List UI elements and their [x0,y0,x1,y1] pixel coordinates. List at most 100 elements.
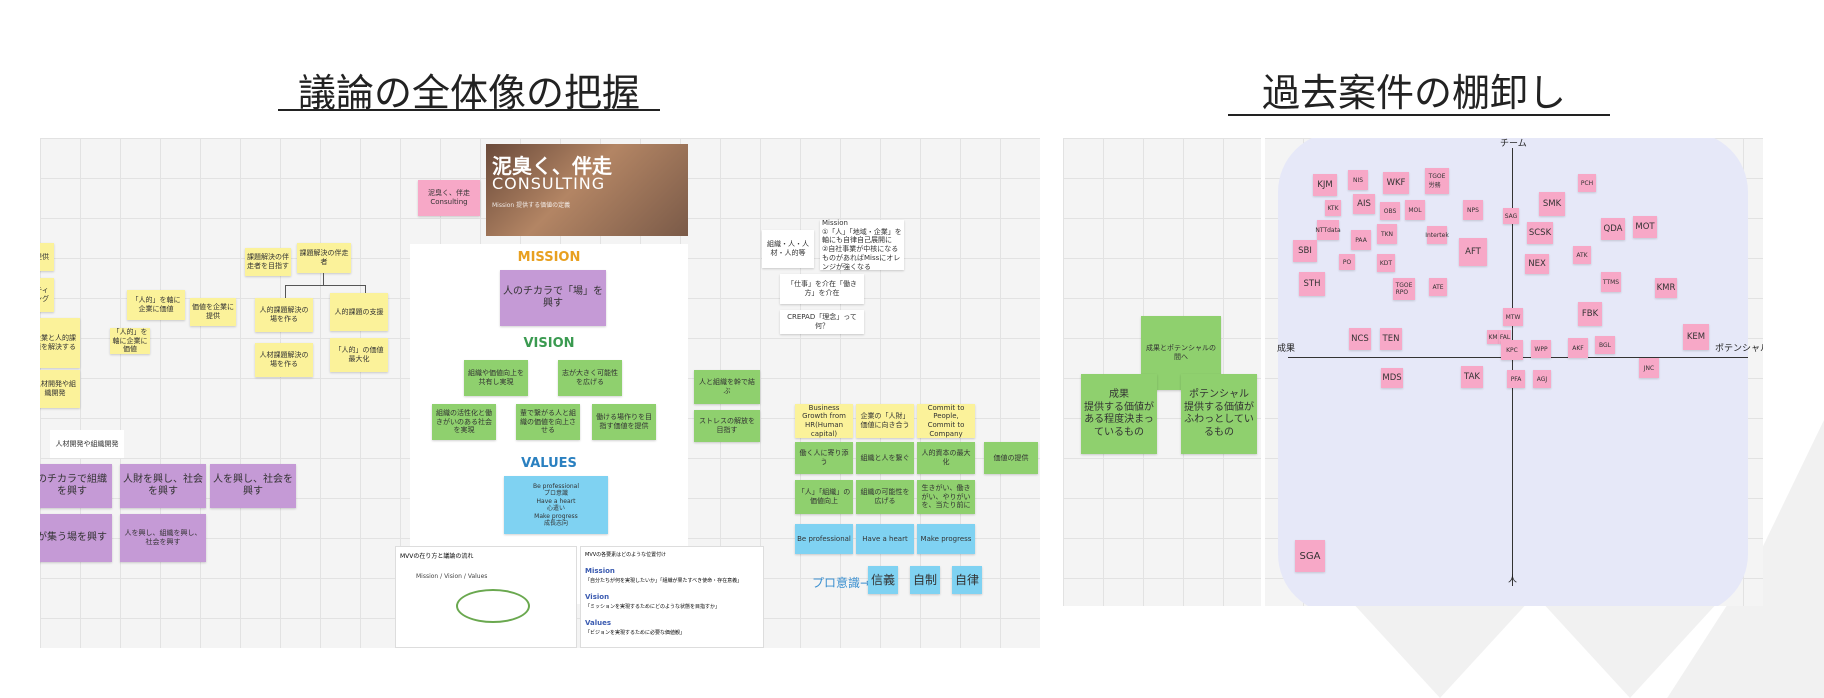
doc-thumbnail-1[interactable]: MVVの在り方と議論の流れ Mission / Vision / Values [395,546,577,648]
project-sticky[interactable]: Intertek [1427,226,1447,244]
project-sticky[interactable]: TEN [1380,328,1402,350]
project-sticky[interactable]: MDS [1381,368,1403,388]
project-sticky[interactable]: AKF [1568,338,1588,358]
mission-sticky[interactable]: 人のチカラで「場」を興す [500,270,606,326]
green-note[interactable]: 働く人に寄り添う [795,442,853,474]
yellow-note[interactable]: 人的課題の支援 [330,293,388,331]
project-sticky[interactable]: KPC [1501,340,1523,360]
project-sticky[interactable]: TKN [1377,224,1397,244]
yellow-note[interactable]: Commit to People, Commit to Company [917,404,975,438]
project-sticky[interactable]: ATE [1429,278,1447,296]
project-sticky[interactable]: KDT [1377,254,1395,272]
doc-thumbnail-2[interactable]: MVVの各要素はどのような位置付け Mission 「自分たちが何を実現したいか… [580,546,764,648]
values-sticky[interactable]: Be professional プロ意識 Have a heart 心遣い Ma… [504,476,608,534]
purple-note[interactable]: のチカラで組織を興す [40,464,112,508]
project-sticky[interactable]: KJM [1313,174,1337,196]
hero-image[interactable]: 泥臭く、伴走 CONSULTING Mission 提供する価値の定義 [486,144,688,236]
project-sticky[interactable]: TTMS [1601,272,1621,292]
project-sticky[interactable]: SAG [1503,208,1519,224]
project-sticky[interactable]: KTK [1325,200,1341,216]
green-note[interactable]: 価値の提供 [984,442,1038,474]
vision-sticky[interactable]: 組織や価値向上を共有し実現 [464,360,528,396]
project-sticky[interactable]: MOT [1633,216,1657,238]
green-note[interactable]: 人的資本の最大化 [917,442,975,474]
green-note[interactable]: ストレスの解放を目指す [694,410,760,442]
project-sticky[interactable]: NPS [1463,200,1483,220]
yellow-note[interactable]: 「人的」の価値最大化 [330,338,388,372]
project-sticky[interactable]: PFA [1507,370,1525,388]
blue-word[interactable]: 信義 [868,566,898,594]
project-sticky[interactable]: NCS [1349,328,1371,350]
purple-note[interactable]: が集う場を興す [40,514,112,562]
right-whiteboard[interactable]: 成果とポテンシャルの間へ 成果 提供する価値がある程度決まっているもの ポテンシ… [1063,138,1763,606]
project-sticky[interactable]: JNC [1639,358,1659,378]
project-sticky[interactable]: NIS [1348,170,1368,190]
vision-sticky[interactable]: 組織の活性化と働きがいのある社会を実現 [432,404,496,440]
project-sticky[interactable]: AIS [1353,194,1375,214]
green-note[interactable]: 「人」「組織」の価値向上 [795,480,853,514]
yellow-note[interactable]: Business Growth from HR(Human capital) [795,404,853,438]
yellow-note[interactable]: 課題解決の伴走者を目指す [245,248,291,276]
project-sticky[interactable]: STH [1299,272,1325,296]
yellow-note[interactable]: 提供 [40,243,54,271]
project-sticky[interactable]: TGOE 労務 [1425,168,1449,194]
yellow-note[interactable]: 企業と人的課題を解決する [40,318,80,368]
white-note[interactable]: 人材開発や組織開発 [50,430,124,458]
left-whiteboard[interactable]: 提供 ティング 企業と人的課題を解決する 人材開発や組織開発 課題解決の伴走者 … [40,138,1040,648]
white-note[interactable]: 組織・人・人材・人的等 [762,230,814,268]
project-sticky[interactable]: AFT [1459,238,1487,266]
project-sticky[interactable]: QDA [1601,218,1625,240]
project-sticky[interactable]: SCSK [1527,222,1553,244]
project-sticky[interactable]: FBK [1578,302,1602,326]
blue-word[interactable]: 自律 [952,566,982,594]
yellow-note[interactable]: ティング [40,278,54,312]
project-sticky[interactable]: NEX [1525,254,1549,274]
project-sticky[interactable]: TGOE RPO [1393,278,1415,300]
project-sticky[interactable]: TAK [1461,366,1483,388]
blue-word[interactable]: 自制 [910,566,940,594]
project-sticky[interactable]: PCH [1578,174,1596,192]
project-sticky[interactable]: MOL [1405,200,1425,220]
green-note[interactable]: ポテンシャル 提供する価値がふわっとしているもの [1181,374,1257,454]
pink-note[interactable]: 泥臭く、伴走 Consulting [418,180,480,216]
yellow-note[interactable]: 「人的」を軸に企業に価値 [127,290,185,320]
project-sticky[interactable]: WKF [1383,172,1409,194]
project-sticky[interactable]: KEM [1683,324,1709,350]
project-sticky[interactable]: OBS [1380,202,1400,220]
blue-note[interactable]: Make progress [917,524,975,554]
vision-sticky[interactable]: 志が大きく可能性を広げる [558,360,622,396]
purple-note[interactable]: 人を興し、組織を興し、社会を興す [120,514,206,562]
project-sticky[interactable]: SMK [1539,192,1565,216]
green-note[interactable]: 組織の可能性を広げる [856,480,914,514]
white-note[interactable]: Mission ①「人」「地域・企業」を軸にも自律自己展開に ②自社事業が中核に… [820,220,904,270]
yellow-note[interactable]: 価値を企業に提供 [190,298,236,326]
project-sticky[interactable]: KM [1487,330,1499,344]
yellow-note[interactable]: 「人的」を軸に企業に価値 [110,328,150,354]
white-note[interactable]: 「仕事」を介在「働き方」を介在 [780,274,864,304]
yellow-note[interactable]: 企業の「人財」価値に向き合う [856,404,914,438]
vision-sticky[interactable]: 輩で繋がる人と組織の価値を向上させる [516,404,580,440]
yellow-note[interactable]: 人的課題解決の場を作る [255,298,313,332]
project-sticky[interactable]: KMR [1655,278,1677,298]
yellow-note[interactable]: 課題解決の伴走者 [297,243,351,273]
yellow-note[interactable]: 人材課題解決の場を作る [255,343,313,377]
green-note[interactable]: 人と組織を幹で結ぶ [694,370,760,404]
project-sticky[interactable]: ATK [1573,246,1591,264]
project-sticky[interactable]: PAA [1351,230,1371,250]
project-sticky[interactable]: BGL [1595,336,1615,354]
blue-note[interactable]: Have a heart [856,524,914,554]
white-note[interactable]: CREPAD「理念」って何？ [780,310,864,334]
project-sticky[interactable]: WPP [1531,340,1551,358]
purple-note[interactable]: 人を興し、社会を興す [210,464,296,508]
green-note[interactable]: 成果 提供する価値がある程度決まっているもの [1081,374,1157,454]
purple-note[interactable]: 人財を興し、社会を興す [120,464,206,508]
project-sticky[interactable]: AGJ [1533,370,1551,388]
project-sticky[interactable]: NTTdata [1317,220,1339,240]
project-sticky[interactable]: SBI [1293,240,1317,262]
green-note[interactable]: 組織と人を繋ぐ [856,442,914,474]
yellow-note[interactable]: 人材開発や組織開発 [40,370,80,408]
project-sticky[interactable]: PO [1339,254,1355,270]
project-sticky[interactable]: MTW [1503,308,1523,326]
project-sticky[interactable]: SGA [1295,540,1325,572]
vision-sticky[interactable]: 働ける場作りを目指す価値を提供 [592,404,656,440]
